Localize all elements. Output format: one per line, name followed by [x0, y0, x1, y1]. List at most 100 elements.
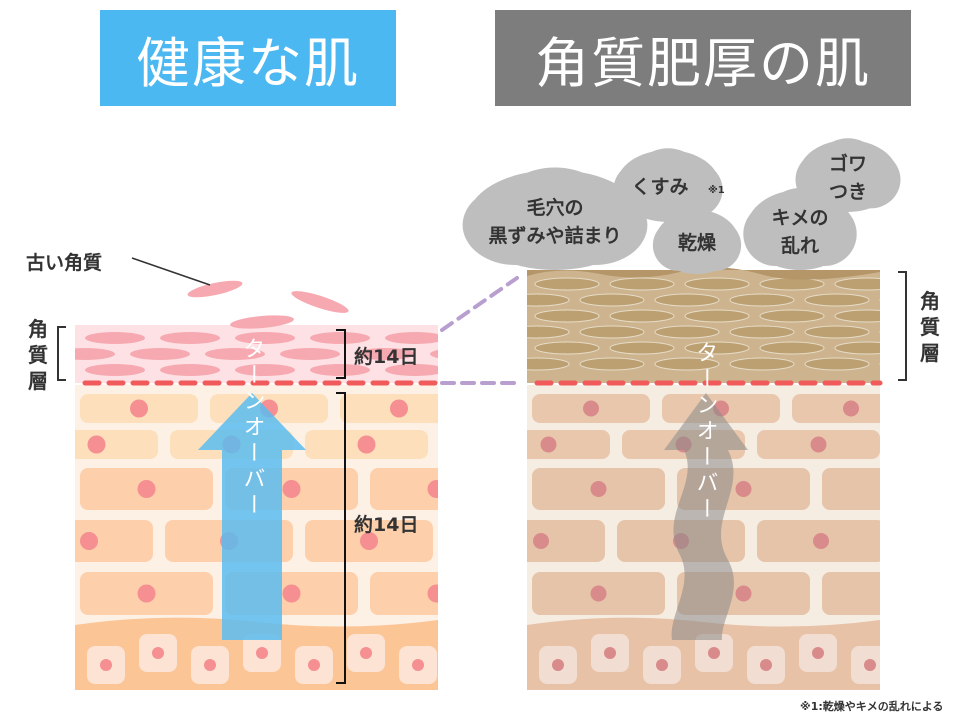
- cell-nucleus: [80, 532, 98, 550]
- keratin-cell: [235, 332, 295, 344]
- cell-nucleus: [427, 584, 438, 603]
- cell-nucleus: [590, 481, 607, 497]
- keratin-cell: [205, 348, 265, 360]
- cell-nucleus: [360, 532, 378, 550]
- spinous-cell: [340, 394, 438, 423]
- cell-nucleus: [881, 481, 897, 497]
- keratin-cell: [759, 277, 825, 291]
- cell-nucleus: [864, 659, 876, 671]
- cell-nucleus: [708, 647, 720, 659]
- keratin-cell: [579, 357, 645, 371]
- cloud-text: 乾燥: [678, 231, 717, 254]
- keratin-cell: [430, 349, 438, 359]
- turnover-arrow-icon: [198, 393, 306, 640]
- keratin-cell: [280, 348, 340, 360]
- keratin-cell: [654, 293, 720, 307]
- keratin-cell: [609, 277, 675, 291]
- cell-nucleus: [735, 481, 752, 497]
- cloud-text: 毛穴の: [526, 196, 583, 219]
- keratin-cell: [654, 357, 720, 371]
- cell-nucleus: [810, 436, 827, 453]
- keratin-cell: [130, 348, 190, 360]
- keratin-cell: [534, 341, 600, 355]
- cell-nucleus: [100, 659, 112, 671]
- keratin-cell: [235, 364, 295, 376]
- cloud-bubble: 乾燥: [652, 208, 742, 274]
- keratin-cell: [579, 293, 645, 307]
- cell-nucleus: [282, 584, 301, 603]
- turnover-arrow-icon: [664, 393, 748, 640]
- keratin-cell: [729, 293, 795, 307]
- keratin-cell: [85, 332, 145, 344]
- cell-nucleus: [427, 480, 438, 498]
- cloud-puff: [671, 208, 723, 254]
- cell-nucleus: [357, 435, 376, 454]
- cell-nucleus: [412, 659, 424, 671]
- bracket-turnover-days: [336, 392, 346, 684]
- keratin-cell: [834, 277, 880, 291]
- bracket-corneum-right: [898, 271, 907, 381]
- keratin-cell: [804, 293, 870, 307]
- cloud-text: くすみ: [631, 176, 688, 198]
- cell-nucleus: [256, 647, 268, 659]
- basal-cell: [903, 634, 941, 672]
- cell-nucleus: [604, 647, 616, 659]
- cloud-text: キメの: [771, 207, 828, 229]
- keratin-cell: [759, 341, 825, 355]
- stratum-corneum-label-right: 角質層: [920, 289, 940, 365]
- spinous-cell: [822, 468, 880, 510]
- stratum-corneum-label-left: 角質層: [28, 317, 48, 393]
- keratin-cell: [534, 277, 600, 291]
- bracket-corneum-days: [336, 329, 346, 379]
- spinous-cell: [792, 394, 880, 423]
- cell-nucleus: [533, 533, 549, 549]
- spinous-cell: [370, 468, 438, 510]
- keratin-cell: [385, 364, 438, 376]
- cell-nucleus: [813, 533, 829, 549]
- old-keratin-flake: [291, 291, 349, 313]
- turnover-label: ターンオーバー: [693, 341, 718, 523]
- keratin-cell: [684, 341, 750, 355]
- cell-nucleus: [282, 480, 301, 498]
- cloud-text: つき: [829, 181, 867, 203]
- keratin-cell: [729, 357, 795, 371]
- cell-nucleus: [137, 584, 156, 603]
- keratin-cell: [527, 293, 570, 307]
- cell-nucleus: [204, 659, 216, 671]
- footnote: ※1:乾燥やキメの乱れによる: [800, 700, 944, 713]
- keratin-cell: [804, 325, 870, 339]
- cell-nucleus: [656, 659, 668, 671]
- old-keratin-flake: [230, 315, 294, 329]
- bracket-corneum-left: [57, 326, 66, 381]
- keratin-cell: [684, 277, 750, 291]
- keratin-cell: [804, 357, 870, 371]
- cell-nucleus: [735, 585, 752, 602]
- skin-layers: [75, 325, 438, 690]
- corneum-wavy-top: [527, 267, 880, 280]
- keratin-cell: [310, 332, 370, 344]
- keratin-cell: [579, 325, 645, 339]
- keratin-cell: [85, 364, 145, 376]
- cell-nucleus: [590, 585, 607, 602]
- cell-nucleus: [87, 435, 106, 454]
- keratin-cell: [609, 309, 675, 323]
- cloud-puff: [818, 138, 878, 189]
- cell-nucleus: [540, 436, 557, 453]
- cell-nucleus: [552, 659, 564, 671]
- turnover-label: ターンオーバー: [240, 337, 265, 519]
- cloud-puff: [502, 167, 608, 238]
- keratin-cell: [355, 348, 415, 360]
- turnover-days-label: 約14日: [354, 514, 419, 536]
- keratin-cell: [684, 309, 750, 323]
- spinous-cell: [527, 520, 605, 562]
- old-keratin-flake: [187, 280, 243, 298]
- cell-nucleus: [881, 586, 897, 602]
- purple-dashed-connector: [440, 276, 519, 332]
- cell-nucleus: [130, 399, 148, 418]
- keratin-cell: [534, 309, 600, 323]
- keratin-cell: [385, 332, 438, 344]
- spinous-cell: [822, 572, 880, 615]
- cloud-footnote-mark: ※1: [708, 184, 725, 196]
